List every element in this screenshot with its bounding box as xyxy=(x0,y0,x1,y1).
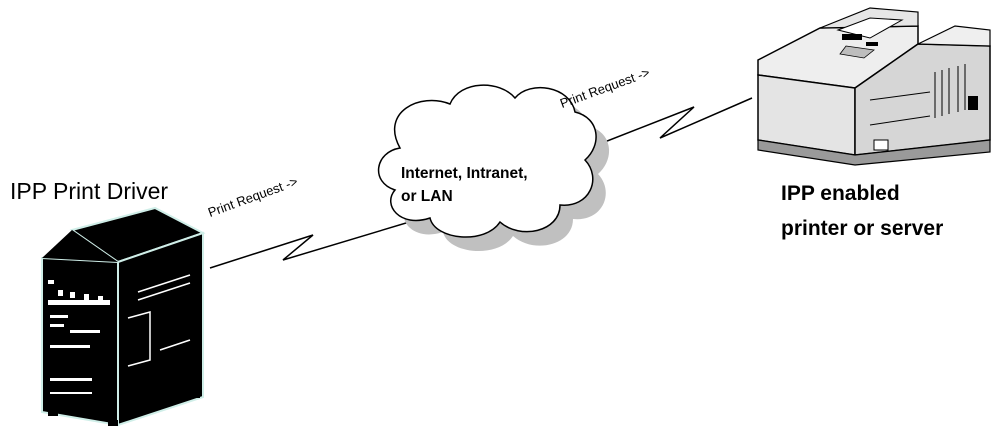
driver-label: IPP Print Driver xyxy=(10,178,169,204)
network-label-line2: or LAN xyxy=(401,188,453,205)
network-label-line1: Internet, Intranet, xyxy=(401,165,528,182)
laser-printer-icon xyxy=(757,7,991,166)
link-driver-to-network xyxy=(209,219,417,269)
link-network-to-printer xyxy=(573,97,753,155)
printer-label-line1: IPP enabled xyxy=(781,182,900,205)
network-label: Internet, Intranet, or LAN xyxy=(401,162,601,208)
printer-label-line2: printer or server xyxy=(781,217,944,240)
printer-label: IPP enabled printer or server xyxy=(781,176,1001,246)
cloud-icon xyxy=(378,84,610,252)
server-tower-icon xyxy=(41,206,206,427)
